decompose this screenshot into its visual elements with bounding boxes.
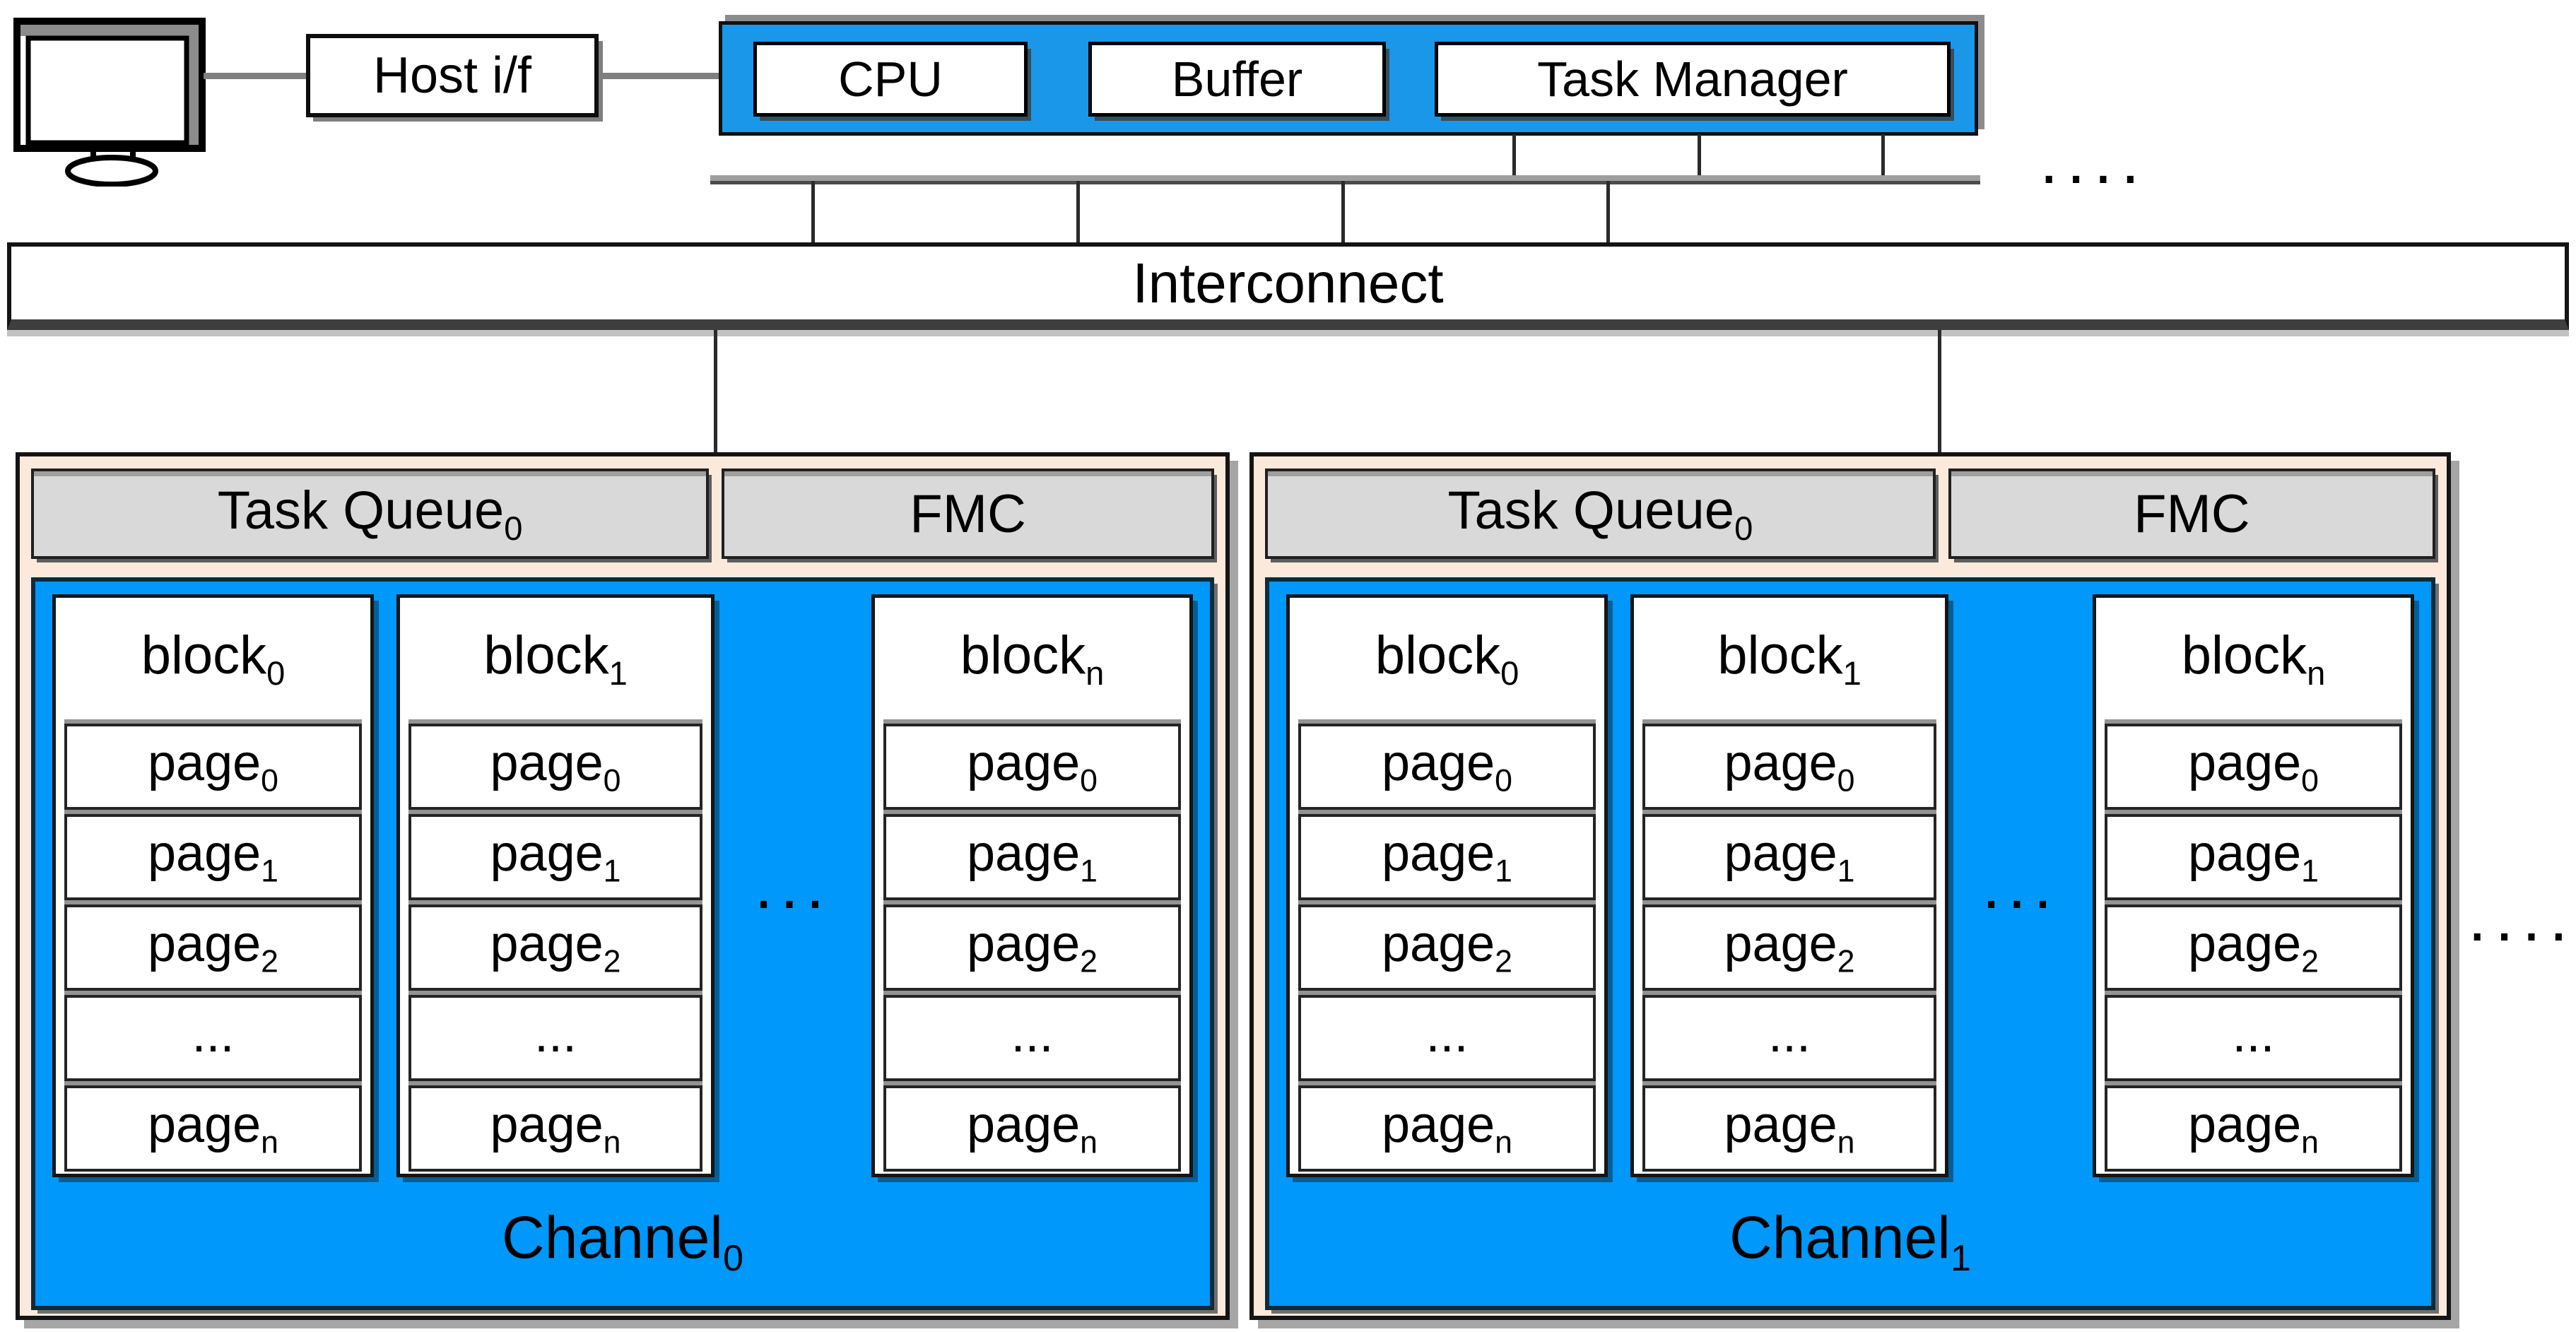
cpu-label: CPU: [838, 52, 943, 107]
page-row: page0: [408, 724, 702, 810]
page-row: page1: [1298, 814, 1596, 900]
task-manager-box: Task Manager: [1435, 42, 1951, 117]
bus-drop-line: [1606, 181, 1610, 242]
page-row: pagen: [1642, 1085, 1936, 1172]
interconnect-label: Interconnect: [1132, 251, 1444, 314]
page-ellipsis-row: ...: [408, 995, 702, 1081]
monitor-icon: [13, 18, 206, 187]
page-row: page1: [64, 814, 362, 900]
blocks-ellipsis: ...: [1982, 848, 2059, 923]
page-ellipsis-row: ...: [1642, 995, 1936, 1081]
fmc-box: FMC: [1948, 468, 2435, 559]
page-row: page1: [2105, 814, 2402, 900]
page-row: page1: [1642, 814, 1936, 900]
page-row: page2: [2105, 904, 2402, 991]
channel1-blocks-row: block0 page0 page1 page2 ... pagen block…: [1286, 594, 2414, 1177]
host-interface-box: Host i/f: [306, 34, 599, 117]
controller-box: CPU Buffer Task Manager: [719, 21, 1978, 136]
fmc-label: FMC: [2134, 483, 2250, 544]
fmc-label: FMC: [910, 483, 1026, 544]
internal-bus-line: [710, 175, 1980, 184]
bus-drop-line: [1076, 181, 1080, 242]
bus-ellipsis: ....: [2040, 123, 2148, 198]
page-ellipsis-row: ...: [2105, 995, 2402, 1081]
bus-drop-line: [811, 181, 815, 242]
wire-monitor-hostif: [204, 73, 306, 79]
page-row: pagen: [64, 1085, 362, 1172]
page-row: page1: [883, 814, 1181, 900]
block-box: block0 page0 page1 page2 ... pagen: [1286, 594, 1608, 1177]
host-interface-label: Host i/f: [372, 47, 532, 104]
channel1-label: Channel1: [1729, 1204, 1971, 1279]
channel0-box: Task Queue0 FMC block0 page0 page1 page2…: [16, 452, 1230, 1320]
bus-stub-line: [1881, 134, 1885, 177]
bus-stub-line: [1698, 134, 1701, 177]
channel0-flash-area: block0 page0 page1 page2 ... pagen block…: [31, 577, 1214, 1310]
blocks-ellipsis: ...: [754, 848, 832, 923]
task-queue-label: Task Queue0: [217, 480, 523, 548]
wire-hostif-controller: [599, 73, 719, 79]
channel0-label: Channel0: [502, 1204, 743, 1279]
task-queue-label: Task Queue0: [1447, 480, 1753, 548]
task-manager-label: Task Manager: [1537, 52, 1848, 107]
task-queue-box: Task Queue0: [31, 468, 710, 559]
page-row: page2: [1298, 904, 1596, 991]
block-box: block0 page0 page1 page2 ... pagen: [52, 594, 374, 1177]
block-title: block0: [141, 625, 286, 692]
block-title: block1: [1717, 625, 1862, 692]
page-row: pagen: [2105, 1085, 2402, 1172]
channel1-link-line: [1938, 330, 1941, 452]
interconnect-bar: Interconnect: [7, 242, 2569, 330]
block-box: block1 page0 page1 page2 ... pagen: [396, 594, 714, 1177]
channels-ellipsis: ....: [2468, 880, 2576, 955]
channel0-header: Task Queue0 FMC: [31, 468, 1214, 559]
bus-stub-line: [1512, 134, 1516, 177]
page-row: pagen: [883, 1085, 1181, 1172]
page-row: page2: [883, 904, 1181, 991]
block-title: block0: [1375, 625, 1519, 692]
page-row: pagen: [408, 1085, 702, 1172]
block-title: block1: [483, 625, 628, 692]
page-row: page1: [408, 814, 702, 900]
block-title: blockn: [2181, 625, 2326, 692]
buffer-label: Buffer: [1171, 52, 1303, 107]
page-ellipsis-row: ...: [883, 995, 1181, 1081]
block-box: block1 page0 page1 page2 ... pagen: [1630, 594, 1948, 1177]
page-row: page0: [883, 724, 1181, 810]
channel0-blocks-row: block0 page0 page1 page2 ... pagen block…: [52, 594, 1193, 1177]
channel0-link-line: [714, 330, 717, 452]
block-box: blockn page0 page1 page2 ... pagen: [2093, 594, 2414, 1177]
page-row: page0: [1642, 724, 1936, 810]
bus-drop-line: [1341, 181, 1345, 242]
channel1-flash-area: block0 page0 page1 page2 ... pagen block…: [1265, 577, 2435, 1310]
block-box: blockn page0 page1 page2 ... pagen: [871, 594, 1193, 1177]
channel1-header: Task Queue0 FMC: [1265, 468, 2435, 559]
page-row: page2: [64, 904, 362, 991]
page-row: page2: [408, 904, 702, 991]
page-row: pagen: [1298, 1085, 1596, 1172]
cpu-box: CPU: [753, 42, 1028, 117]
page-row: page0: [1298, 724, 1596, 810]
task-queue-box: Task Queue0: [1265, 468, 1936, 559]
page-ellipsis-row: ...: [64, 995, 362, 1081]
page-ellipsis-row: ...: [1298, 995, 1596, 1081]
channel1-box: Task Queue0 FMC block0 page0 page1 page2…: [1249, 452, 2451, 1320]
block-title: blockn: [960, 625, 1105, 692]
page-row: page0: [64, 724, 362, 810]
page-row: page0: [2105, 724, 2402, 810]
buffer-box: Buffer: [1088, 42, 1386, 117]
fmc-box: FMC: [722, 468, 1214, 559]
page-row: page2: [1642, 904, 1936, 991]
